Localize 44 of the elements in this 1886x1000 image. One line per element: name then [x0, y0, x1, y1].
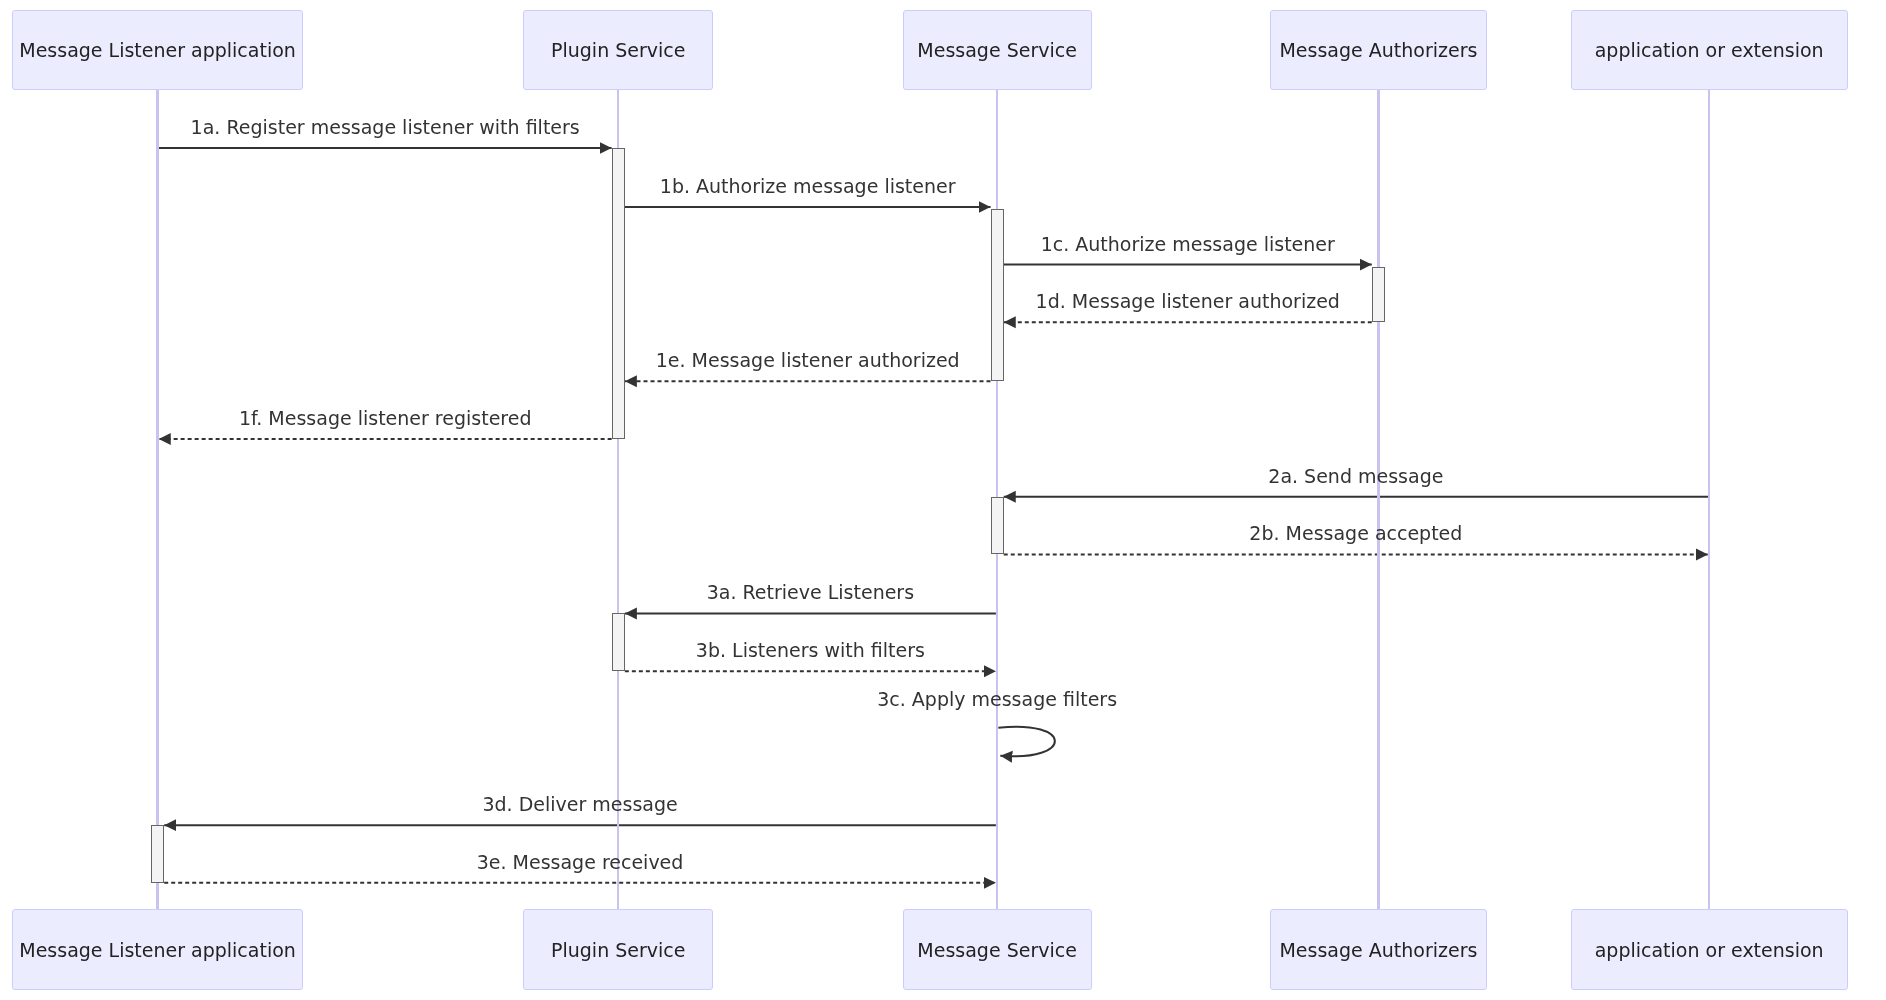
edge-label: 3a. Retrieve Listeners — [706, 581, 915, 604]
message-arrow — [623, 200, 992, 213]
message-arrow — [157, 433, 613, 445]
actor-box: Message Authorizers — [1269, 909, 1488, 990]
edge-label: 1c. Authorize message listener — [1040, 232, 1335, 255]
message-arrow — [997, 725, 1056, 763]
message-arrow — [1002, 490, 1709, 503]
edge-label: 3c. Apply message filters — [877, 687, 1118, 710]
edge-label: 1d. Message listener authorized — [1035, 290, 1340, 313]
actor-box: Message Service — [902, 909, 1092, 990]
message-arrow — [1002, 316, 1373, 329]
activation-bar — [150, 825, 165, 883]
edge-label: 3e. Message received — [476, 850, 684, 873]
edge-label: 3b. Listeners with filters — [695, 639, 925, 662]
lifeline — [1708, 90, 1711, 910]
activation-bar — [1371, 267, 1385, 323]
activation-bar — [611, 613, 625, 672]
activation-bar — [990, 209, 1004, 382]
message-arrow — [1002, 258, 1373, 271]
actor-box: application or extension — [1570, 909, 1848, 990]
edge-label: 2a. Send message — [1268, 464, 1444, 487]
actor-box: Message Service — [902, 9, 1092, 91]
actor-box: Message Listener application — [12, 909, 304, 990]
message-arrow — [163, 819, 997, 832]
actor-box: application or extension — [1570, 9, 1848, 91]
activation-bar — [990, 496, 1004, 555]
message-arrow — [623, 375, 992, 388]
message-arrow — [163, 876, 997, 889]
activation-bar — [611, 147, 625, 439]
edge-label: 1e. Message listener authorized — [655, 349, 960, 372]
edge-label: 1b. Authorize message listener — [659, 174, 956, 197]
message-arrow — [157, 141, 613, 154]
actor-box: Plugin Service — [523, 9, 714, 91]
edge-label: 2b. Message accepted — [1249, 522, 1463, 545]
message-arrow — [623, 607, 997, 620]
message-arrow — [1002, 548, 1709, 561]
actor-box: Message Listener application — [12, 9, 304, 91]
actor-box: Plugin Service — [523, 909, 714, 990]
actor-box: Message Authorizers — [1269, 9, 1488, 91]
edge-label: 3d. Deliver message — [482, 793, 678, 816]
message-arrow — [623, 665, 997, 678]
edge-label: 1f. Message listener registered — [238, 407, 532, 429]
edge-label: 1a. Register message listener with filters — [190, 115, 580, 138]
lifeline — [156, 90, 159, 910]
